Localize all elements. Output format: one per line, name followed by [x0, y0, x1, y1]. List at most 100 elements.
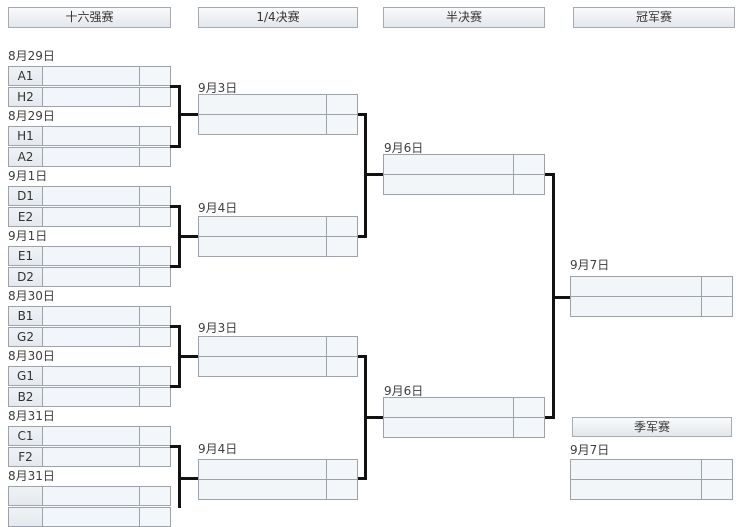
match-date: 9月1日 [8, 169, 48, 183]
team-score-cell [326, 357, 357, 376]
team-score-cell [139, 268, 170, 286]
team-score-cell [513, 398, 544, 417]
r16-match4-top-row: E1 [8, 246, 171, 266]
team-row [199, 337, 357, 356]
team-score-cell [701, 277, 732, 296]
team-name-cell [43, 388, 139, 406]
match-date: 9月1日 [8, 229, 48, 243]
team-score-cell [513, 175, 544, 194]
match-date: 8月29日 [8, 49, 55, 63]
bracket-connector [170, 205, 181, 208]
match-date: 9月4日 [198, 201, 238, 215]
bracket-connector [358, 355, 367, 358]
match-date: 8月30日 [8, 289, 55, 303]
team-name-cell [43, 127, 139, 145]
stage-header-quarterfinals: 1/4决赛 [198, 7, 358, 28]
team-score-cell [326, 95, 357, 114]
team-name-cell [43, 307, 139, 325]
team-score-cell [701, 297, 732, 316]
team-name-cell [384, 398, 513, 417]
third-place-match [570, 459, 733, 500]
team-score-cell [139, 448, 170, 466]
team-row [199, 236, 357, 256]
bracket-connector [170, 385, 181, 388]
team-seed-cell: C1 [9, 427, 43, 445]
team-seed-cell: G1 [9, 367, 43, 385]
team-row [199, 460, 357, 479]
team-name-cell [384, 418, 513, 437]
bracket-connector [178, 445, 181, 508]
team-score-cell [139, 127, 170, 145]
team-name-cell [43, 448, 139, 466]
r16-match6-top-row: G1 [8, 366, 171, 386]
team-name-cell [43, 247, 139, 265]
r16-match8-top-row [8, 486, 171, 506]
r16-match2-top-row: H1 [8, 126, 171, 146]
team-name-cell [199, 95, 326, 114]
team-name-cell [199, 357, 326, 376]
team-score-cell [139, 247, 170, 265]
match-date: 9月4日 [198, 442, 238, 456]
team-seed-cell: A2 [9, 148, 43, 166]
team-seed-cell: E1 [9, 247, 43, 265]
team-seed-cell: D1 [9, 187, 43, 205]
team-score-cell [326, 460, 357, 479]
team-row [384, 417, 544, 437]
team-seed-cell [9, 508, 43, 526]
team-score-cell [326, 337, 357, 356]
team-name-cell [199, 115, 326, 134]
team-score-cell [139, 88, 170, 106]
match-date: 9月6日 [384, 384, 424, 398]
match-date: 8月31日 [8, 469, 55, 483]
stage-header-third-place: 季军赛 [572, 417, 732, 437]
r16-match3-top-row: D1 [8, 186, 171, 206]
team-name-cell [571, 480, 701, 499]
r16-match5-top-row: B1 [8, 306, 171, 326]
quarterfinal-match-4 [198, 459, 358, 500]
stage-header-final: 冠军赛 [573, 7, 735, 28]
team-score-cell [326, 217, 357, 236]
bracket-connector [178, 235, 198, 238]
team-row [199, 479, 357, 499]
team-score-cell [513, 155, 544, 174]
team-row [571, 296, 732, 316]
r16-match5-bottom-row: G2 [8, 327, 171, 347]
bracket-connector [170, 325, 181, 328]
team-name-cell [43, 187, 139, 205]
team-row [199, 356, 357, 376]
team-row [571, 479, 732, 499]
r16-match3-bottom-row: E2 [8, 207, 171, 227]
team-score-cell [139, 148, 170, 166]
stage-header-semifinals: 半决赛 [383, 7, 545, 28]
r16-match1-top-row: A1 [8, 66, 171, 86]
team-name-cell [571, 460, 701, 479]
team-score-cell [139, 208, 170, 226]
team-seed-cell: G2 [9, 328, 43, 346]
team-seed-cell: B1 [9, 307, 43, 325]
team-name-cell [43, 328, 139, 346]
team-row [384, 398, 544, 417]
team-row [199, 95, 357, 114]
bracket-connector [364, 416, 383, 419]
bracket-connector [545, 173, 554, 176]
team-row [199, 114, 357, 134]
r16-match7-top-row: C1 [8, 426, 171, 446]
team-score-cell [139, 487, 170, 505]
match-date: 9月3日 [198, 81, 238, 95]
match-date: 9月3日 [198, 321, 238, 335]
team-name-cell [571, 297, 701, 316]
team-name-cell [43, 67, 139, 85]
team-score-cell [513, 418, 544, 437]
r16-match4-bottom-row: D2 [8, 267, 171, 287]
semifinal-match-1 [383, 154, 545, 195]
r16-match8-bottom-row [8, 507, 171, 527]
team-seed-cell: H2 [9, 88, 43, 106]
team-score-cell [326, 115, 357, 134]
bracket-connector [358, 113, 367, 116]
bracket-connector [358, 235, 367, 238]
team-seed-cell [9, 487, 43, 505]
bracket-connector [170, 265, 181, 268]
match-date: 8月31日 [8, 409, 55, 423]
team-row [384, 174, 544, 194]
team-seed-cell: H1 [9, 127, 43, 145]
